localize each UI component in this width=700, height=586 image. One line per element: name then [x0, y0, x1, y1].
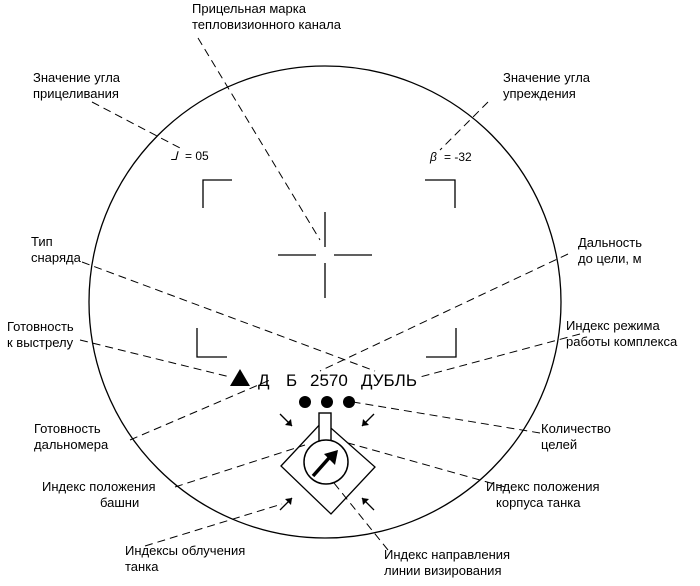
leader-aim-angle	[91, 101, 181, 149]
irradiation-arrow-bottom-left	[279, 497, 293, 511]
sight-line-arrow-icon	[311, 450, 338, 478]
target-count-dots	[299, 396, 355, 408]
leader-turret-index	[174, 444, 306, 488]
aim-angle-value: = 05	[185, 149, 209, 163]
leader-thermal-mark	[197, 37, 321, 241]
leader-ready-rangefinder	[129, 379, 271, 441]
thermal-crosshair	[278, 212, 372, 298]
aim-frame-brackets	[196, 179, 457, 358]
leader-ammo-type	[81, 261, 376, 372]
ammo-name: ДУБЛЬ	[361, 371, 417, 390]
leader-lines	[79, 37, 581, 551]
bracket-top-right	[425, 179, 456, 208]
leader-range	[319, 253, 569, 372]
bracket-bottom-right	[426, 328, 457, 358]
leader-ready-fire	[79, 339, 231, 378]
bracket-bottom-left	[196, 328, 227, 358]
beta-symbol: β	[429, 150, 437, 164]
bracket-top-left	[202, 179, 232, 208]
alpha-symbol: ⅃	[171, 149, 179, 163]
leader-target-count	[352, 401, 541, 434]
hull-index-rect	[280, 420, 376, 515]
irradiation-arrow-bottom-right	[361, 497, 375, 511]
ammo-type-letter: Б	[286, 371, 297, 390]
ready-fire-triangle-icon	[230, 369, 250, 386]
irradiation-arrow-top-right	[361, 413, 375, 427]
leader-lead-angle	[439, 101, 489, 151]
leader-irradiation-index	[144, 503, 283, 547]
irradiation-arrow-top-left	[279, 413, 293, 427]
lead-angle-value: = -32	[444, 150, 472, 164]
rangefinder-ready-letter: Д	[258, 371, 270, 390]
leader-sight-line-index	[329, 477, 389, 551]
leader-mode-index	[419, 333, 581, 378]
leader-hull-index	[347, 442, 506, 488]
sight-field-circle	[88, 65, 562, 539]
range-readout: 2570	[310, 371, 348, 390]
irradiation-arrow-icons	[279, 413, 375, 511]
